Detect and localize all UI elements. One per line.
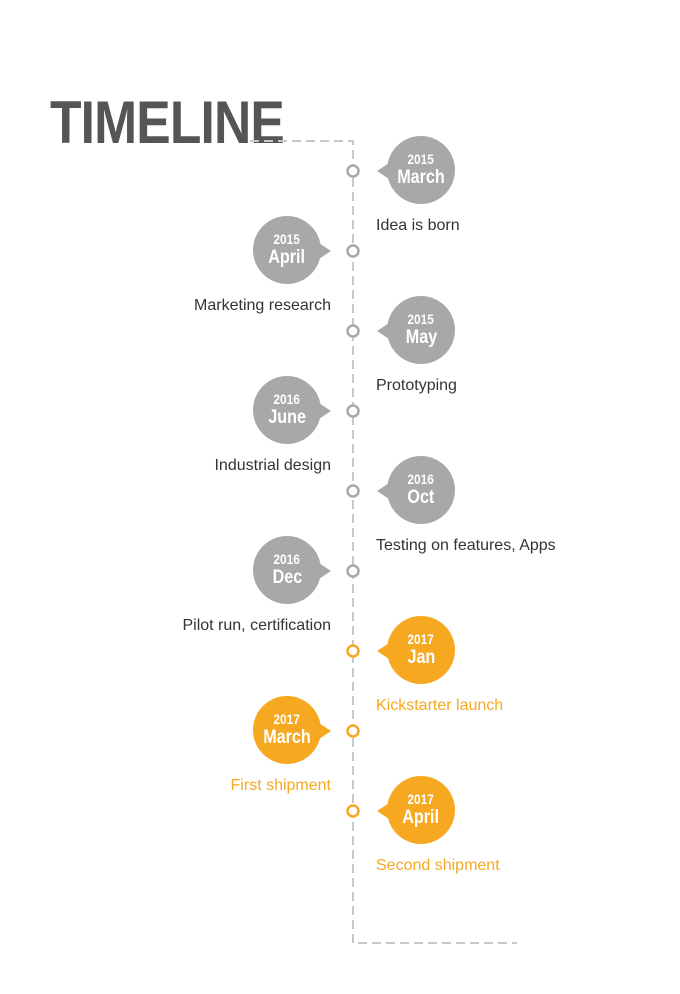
event-year: 2017 (407, 631, 435, 647)
event-month: March (263, 727, 311, 748)
event-caption: Kickstarter launch (376, 697, 504, 714)
event-year: 2016 (407, 471, 435, 487)
timeline-dot (346, 324, 360, 338)
event-month: Dec (272, 567, 302, 588)
timeline-path (250, 140, 517, 944)
timeline-dot (346, 804, 360, 818)
event-caption: Idea is born (376, 217, 460, 234)
event-caption: Prototyping (376, 377, 457, 394)
event-caption: Marketing research (194, 297, 331, 314)
event-month: April (268, 247, 306, 268)
page-title: TIMELINE (50, 89, 285, 156)
event-year: 2015 (407, 311, 435, 327)
event-month: April (402, 807, 440, 828)
timeline-dot (346, 244, 360, 258)
event-year: 2017 (273, 711, 301, 727)
timeline-dot (346, 404, 360, 418)
timeline-dot (346, 564, 360, 578)
event-month: June (268, 407, 306, 428)
event-month: Jan (407, 647, 435, 668)
timeline-dot (346, 484, 360, 498)
event-caption: Testing on features, Apps (376, 537, 556, 554)
event-year: 2015 (273, 231, 301, 247)
timeline-dot (346, 644, 360, 658)
timeline-dot (346, 164, 360, 178)
event-month: Oct (407, 487, 435, 508)
event-caption: First shipment (230, 777, 331, 794)
event-caption: Pilot run, certification (182, 617, 331, 634)
event-month: May (405, 327, 437, 348)
event-month: March (397, 167, 445, 188)
event-year: 2016 (273, 391, 301, 407)
event-caption: Industrial design (214, 457, 331, 474)
event-year: 2015 (407, 151, 435, 167)
timeline-dot (346, 724, 360, 738)
event-year: 2016 (273, 551, 301, 567)
event-caption: Second shipment (376, 857, 500, 874)
event-year: 2017 (407, 791, 435, 807)
